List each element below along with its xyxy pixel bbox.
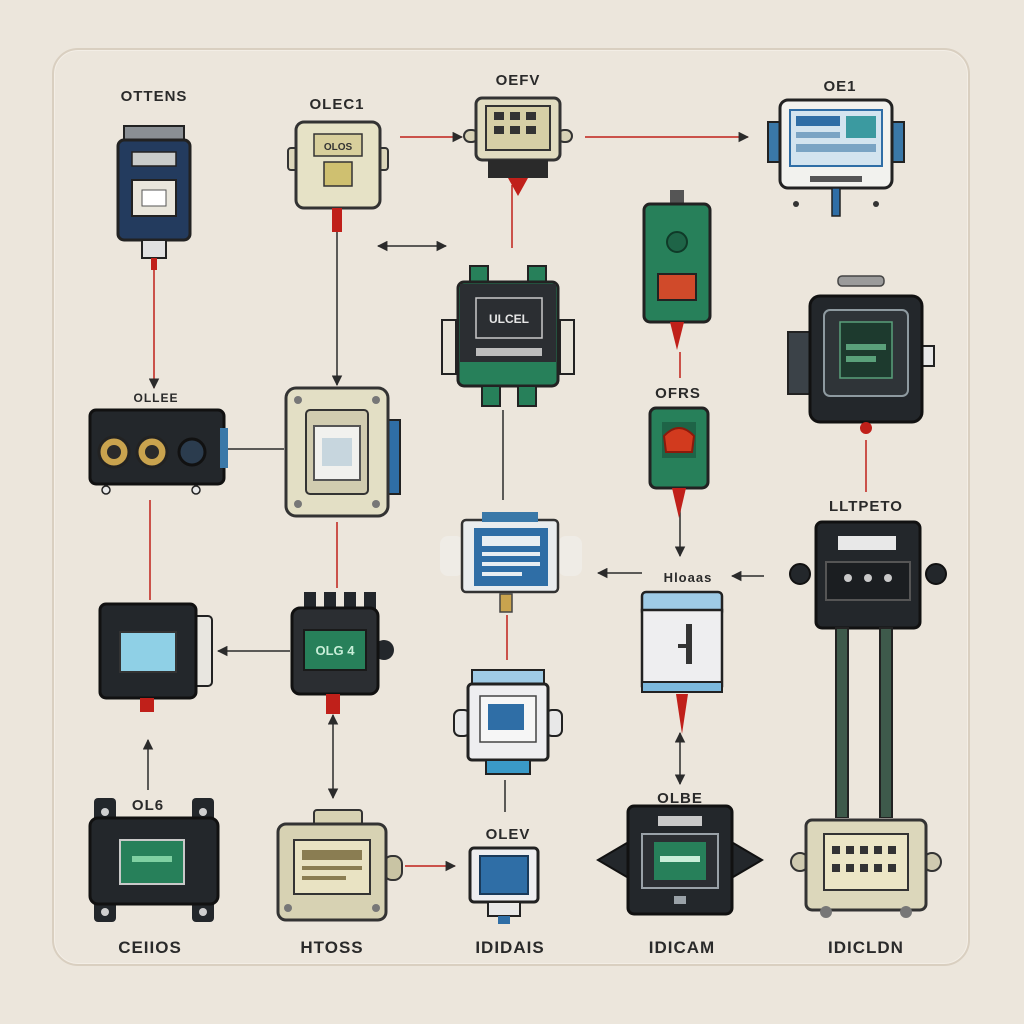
blue-board-module (440, 512, 582, 613)
label-lltpeto: LLTPETO (829, 498, 903, 515)
screen-text: OLOS (324, 142, 353, 153)
bottom-label-3: IDIDAIS (475, 938, 545, 957)
dark-control-unit (789, 520, 947, 818)
cream-display-box (284, 386, 401, 518)
label-ol6: OL6 (131, 797, 165, 814)
lcd-box (98, 602, 213, 712)
monitor-module (767, 98, 905, 217)
dark-sensor-module (787, 275, 935, 434)
cream-relay-module: OLOS (287, 120, 389, 232)
label-olbe: OLBE (657, 790, 703, 807)
white-cabinet-module (640, 590, 724, 734)
bottom-label-5: IDICLDN (828, 938, 904, 957)
screen-text: ULCEL (489, 312, 529, 326)
label-ottens: OTTENS (120, 88, 188, 105)
label-oe1: OE1 (823, 78, 857, 95)
blue-small-meter (468, 846, 540, 924)
bottom-label-1: CEIIOS (118, 938, 182, 957)
label-ofrs: OFRS (655, 385, 701, 402)
green-red-switch (642, 190, 712, 350)
label-ollee: OLLEE (133, 391, 179, 405)
navy-plug-module (116, 125, 192, 270)
bottom-label-4: IDICAM (648, 938, 716, 957)
green-led-module: OLG 4 (290, 592, 394, 714)
cream-terminal-block (790, 818, 942, 918)
label-olev: OLEV (485, 826, 531, 843)
audio-jack-panel (88, 408, 228, 495)
label-oefv: OEFV (495, 72, 541, 89)
label-hloaas: Hloaas (663, 570, 713, 585)
bottom-label-2: HTOSS (300, 938, 364, 957)
cream-panel-box (276, 809, 403, 922)
label-olec1: OLEC1 (309, 96, 365, 113)
red-button-switch (648, 406, 710, 518)
dark-diamond-panel (596, 804, 764, 916)
screen-text: OLG 4 (315, 643, 355, 658)
green-screen-mount (88, 798, 220, 922)
diagram-frame (52, 48, 970, 966)
green-chip-module: ULCEL (441, 265, 575, 407)
blue-relay-module (453, 669, 563, 775)
cream-top-module (463, 96, 573, 196)
